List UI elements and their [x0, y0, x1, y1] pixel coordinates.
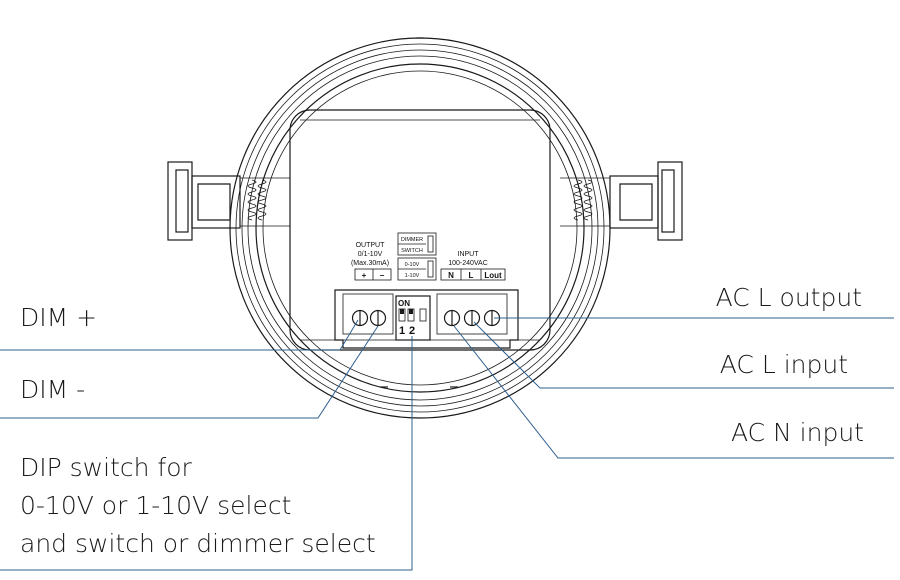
- leader-dim-plus: [0, 319, 359, 351]
- leader-ac-l-input: [473, 321, 894, 389]
- output-minus-label: −: [380, 271, 385, 280]
- label-dim-plus: DIM +: [20, 303, 97, 332]
- leader-dip-switch: [0, 336, 413, 571]
- dip-switch: ON 1 2: [395, 295, 431, 341]
- label-ac-n-input: AC N input: [731, 418, 864, 447]
- ring-2: [235, 43, 605, 413]
- ring-5: [255, 63, 585, 393]
- mode-dimmer: DIMMER: [401, 237, 423, 243]
- output-plus-label: +: [362, 271, 367, 280]
- housing-bevel: [300, 119, 540, 341]
- label-dim-minus: DIM -: [20, 375, 85, 404]
- input-label-panel: INPUT 100-240VAC N L Lout: [440, 251, 506, 281]
- outer-ring: [229, 37, 611, 419]
- dip-on-label: ON: [398, 299, 410, 308]
- input-voltage: 100-240VAC: [448, 260, 488, 267]
- output-max-current: (Max.30mA): [351, 260, 389, 267]
- left-spring-clip: [167, 161, 290, 241]
- label-dip-line-2: 0-10V or 1-10V select: [20, 491, 291, 520]
- right-spring-clip: [560, 161, 683, 241]
- input-title: INPUT: [458, 251, 480, 258]
- dip-position-1: 1: [399, 325, 405, 337]
- mode-1-10v: 1-10V: [405, 273, 420, 279]
- label-ac-l-input: AC L input: [720, 350, 848, 379]
- input-lout-label: Lout: [484, 271, 502, 280]
- ring-4: [247, 55, 593, 401]
- leader-dim-minus: [0, 325, 379, 419]
- fixture-body: [229, 37, 611, 419]
- output-label-panel: OUTPUT 0/1-10V (Max.30mA) + −: [351, 242, 392, 281]
- mode-label-panel: DIMMER SWITCH 0-10V 1-10V: [397, 232, 437, 281]
- inner-housing: [289, 109, 551, 351]
- output-title: OUTPUT: [356, 242, 386, 249]
- dim-minus-terminal: [369, 309, 387, 327]
- label-dip-line-1: DIP switch for: [20, 453, 192, 482]
- leader-lines: [0, 317, 894, 571]
- mode-0-10v: 0-10V: [405, 262, 420, 268]
- dip-position-2: 2: [409, 325, 415, 337]
- ac-n-terminal: [443, 309, 461, 327]
- label-ac-l-output: AC L output: [716, 283, 862, 312]
- leader-ac-n-input: [453, 325, 894, 459]
- output-range: 0/1-10V: [358, 251, 383, 258]
- inner-ring: [262, 70, 578, 386]
- input-l-label: L: [469, 271, 474, 280]
- ring-3: [241, 49, 599, 407]
- label-dip-line-3: and switch or dimmer select: [20, 529, 376, 558]
- callout-labels: DIM + DIM - DIP switch for 0-10V or 1-10…: [20, 283, 864, 558]
- ac-l-terminal: [463, 309, 481, 327]
- dim-plus-terminal: [351, 309, 369, 327]
- mode-switch: SWITCH: [401, 248, 423, 254]
- input-n-label: N: [448, 271, 454, 280]
- terminal-block: ON 1 2: [334, 289, 519, 349]
